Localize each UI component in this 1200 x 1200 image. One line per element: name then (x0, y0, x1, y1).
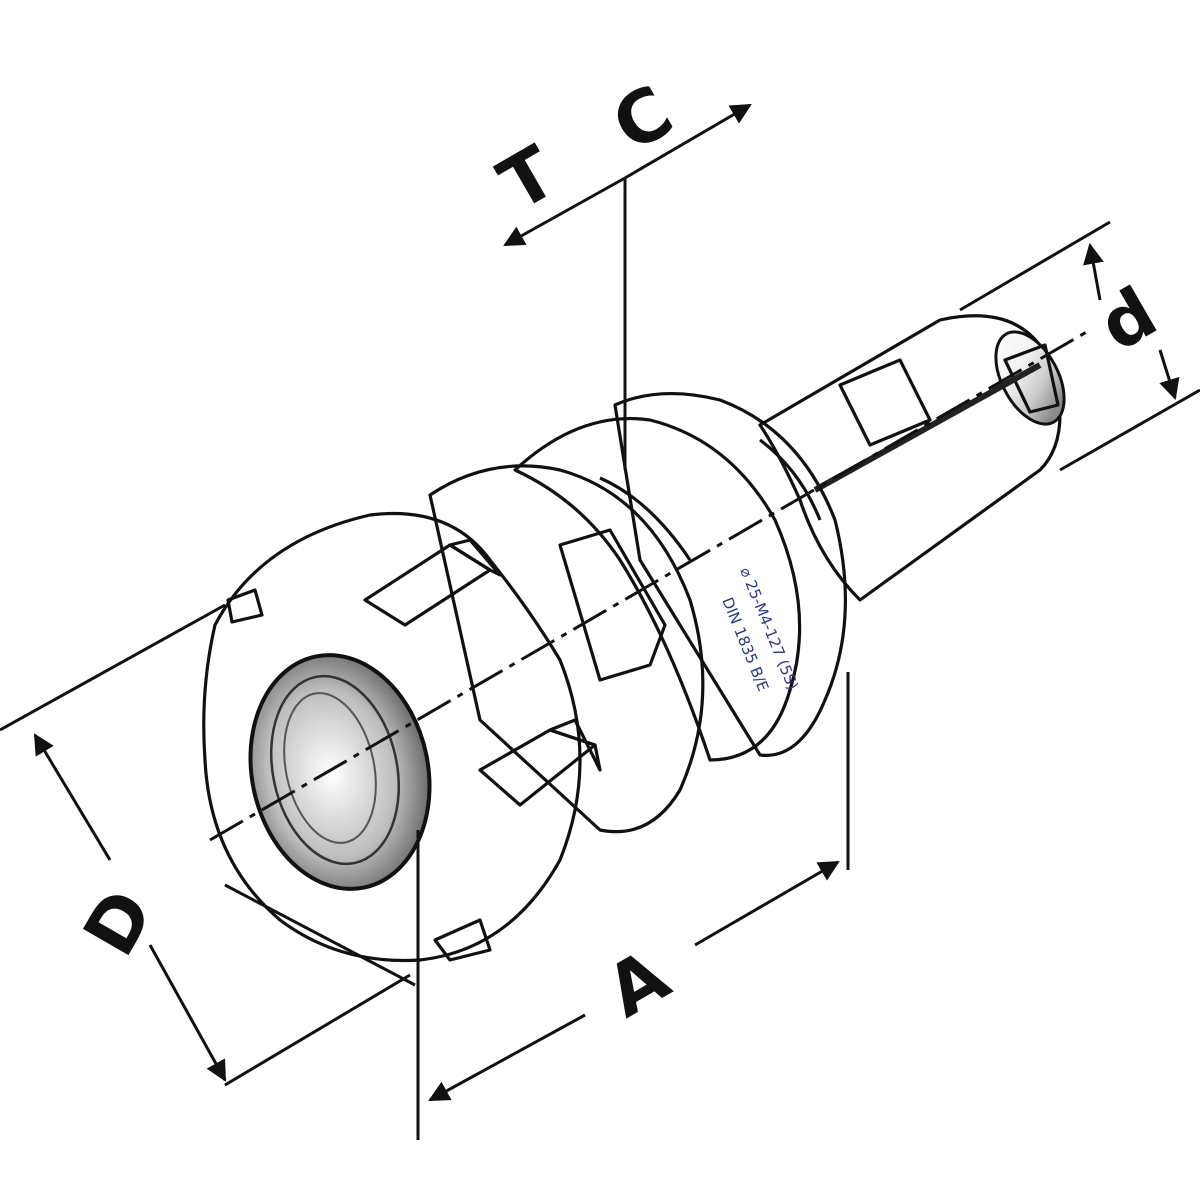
dimension-label-a: A (592, 933, 682, 1034)
collar (613, 391, 848, 757)
dimension-label-t: T (485, 130, 570, 227)
shank (758, 314, 1066, 602)
dimension-lines (0, 103, 1200, 1140)
body-section (428, 464, 705, 834)
collet-nut (202, 511, 602, 963)
dimension-label-c: C (599, 69, 687, 168)
center-axis (209, 328, 1091, 842)
